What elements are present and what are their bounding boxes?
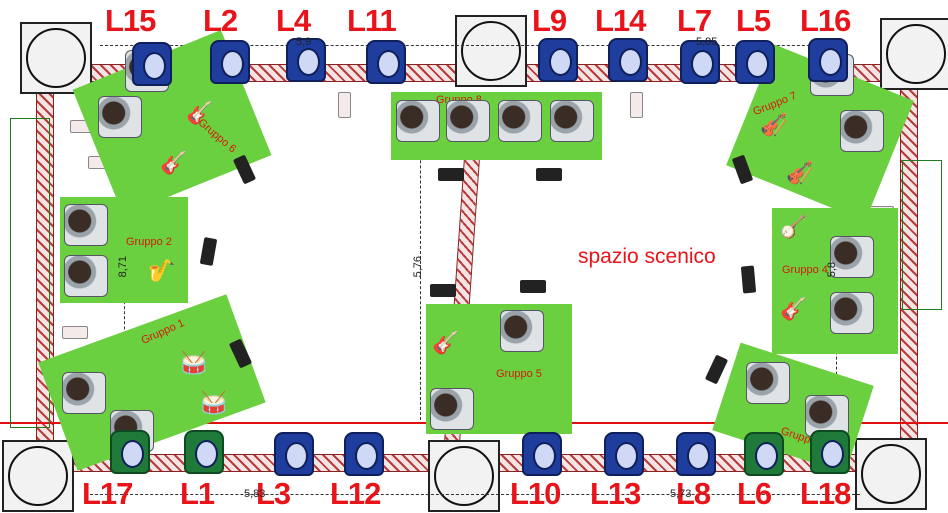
electric-guitar-icon: 🎸: [432, 330, 460, 355]
musician: [430, 388, 474, 430]
pillar-ring: [461, 21, 521, 81]
speaker-label-L12: L12: [330, 476, 381, 511]
musician: [550, 100, 594, 142]
speaker-label-L1: L1: [180, 476, 215, 511]
musician: [830, 236, 874, 278]
musician: [64, 204, 108, 246]
speaker-L17: [110, 430, 150, 474]
speaker-label-L9: L9: [532, 3, 567, 38]
dimension-line-top: [100, 45, 840, 46]
lamp-top-1: [338, 92, 351, 118]
speaker-label-L14: L14: [595, 3, 646, 38]
musician: [396, 100, 440, 142]
speaker-L1: [184, 430, 224, 474]
speaker-label-L2: L2: [203, 3, 238, 38]
dimension-line-bottom: [90, 494, 860, 495]
speaker-label-L17: L17: [82, 476, 133, 511]
musician: [62, 372, 106, 414]
pillar-ring: [26, 28, 86, 88]
pillar-ring: [886, 24, 946, 84]
guitar-icon: 🎸: [186, 100, 214, 125]
monitor-wedge: [520, 280, 546, 293]
monitor-wedge: [438, 168, 464, 181]
speaker-L15: [132, 42, 172, 86]
speaker-L7: [680, 40, 720, 84]
musician: [840, 110, 884, 152]
dimension-top: 5,9: [296, 36, 312, 48]
monitor-wedge: [199, 237, 218, 266]
cable-left: [10, 118, 50, 428]
saxophone-icon: 🎷: [148, 258, 176, 283]
musician: [98, 96, 142, 138]
group-label-2: Gruppo 2: [126, 236, 172, 248]
monitor-wedge: [704, 354, 729, 385]
pillar-ring: [434, 446, 494, 506]
cello-icon: 🎻: [786, 160, 814, 185]
bass-guitar-icon: 🎸: [160, 150, 188, 175]
lamp-left-3: [62, 326, 88, 339]
drum-icon: 🥁: [180, 350, 208, 375]
speaker-L16: [808, 38, 848, 82]
pillar-bottom-left: [2, 440, 74, 512]
speaker-L6: [744, 432, 784, 476]
group-label-5: Gruppo 5: [496, 368, 542, 380]
dimension-bottom-left: 5,83: [244, 488, 266, 500]
dimension-left: 8,71: [117, 256, 129, 278]
harp-icon: 🪕: [780, 214, 808, 239]
speaker-label-L8: L8: [676, 476, 711, 511]
speaker-L5: [735, 40, 775, 84]
pillar-top-right: [880, 18, 948, 90]
monitor-wedge: [740, 265, 757, 294]
speaker-L10: [522, 432, 562, 476]
speaker-label-L4: L4: [276, 3, 311, 38]
speaker-label-L7: L7: [677, 3, 712, 38]
musician: [498, 100, 542, 142]
speaker-L8: [676, 432, 716, 476]
acoustic-guitar-icon: 🎸: [780, 296, 808, 321]
dimension-center: 5,76: [412, 256, 424, 278]
pillar-bottom-center: [428, 440, 500, 512]
speaker-label-L13: L13: [590, 476, 641, 511]
speaker-L3: [274, 432, 314, 476]
speaker-label-L15: L15: [105, 3, 156, 38]
speaker-L13: [604, 432, 644, 476]
pillar-bottom-right: [855, 438, 927, 510]
lamp-top-2: [630, 92, 643, 118]
stage-area-label: spazio scenico: [578, 245, 716, 268]
speaker-L9: [538, 38, 578, 82]
speaker-label-L16: L16: [800, 3, 851, 38]
pillar-ring: [8, 446, 68, 506]
drum-kit-icon: 🥁: [200, 390, 228, 415]
speaker-label-L6: L6: [737, 476, 772, 511]
pillar-top-center: [455, 15, 527, 87]
pillar-top-left: [20, 22, 92, 94]
speaker-label-L10: L10: [510, 476, 561, 511]
dimension-top-right: 5,85: [696, 36, 718, 48]
speaker-L4: [286, 38, 326, 82]
musician: [746, 362, 790, 404]
speaker-label-L11: L11: [347, 3, 397, 38]
musician: [64, 255, 108, 297]
speaker-label-L3: L3: [256, 476, 291, 511]
pillar-ring: [861, 444, 921, 504]
musician: [830, 292, 874, 334]
musician: [446, 100, 490, 142]
dimension-right: 5,8: [826, 262, 838, 278]
speaker-L11: [366, 40, 406, 84]
speaker-L12: [344, 432, 384, 476]
dimension-line-center: [420, 100, 421, 420]
speaker-L14: [608, 38, 648, 82]
speaker-label-L5: L5: [736, 3, 771, 38]
speaker-L18: [810, 430, 850, 474]
cable-right: [902, 160, 942, 310]
dimension-bottom-right: 5,73: [670, 488, 692, 500]
monitor-wedge: [430, 284, 456, 297]
speaker-L2: [210, 40, 250, 84]
monitor-wedge: [536, 168, 562, 181]
speaker-label-L18: L18: [800, 476, 851, 511]
mandolin-icon: 🎻: [760, 112, 788, 137]
group-label-4: Gruppo 4: [782, 264, 828, 276]
musician: [500, 310, 544, 352]
